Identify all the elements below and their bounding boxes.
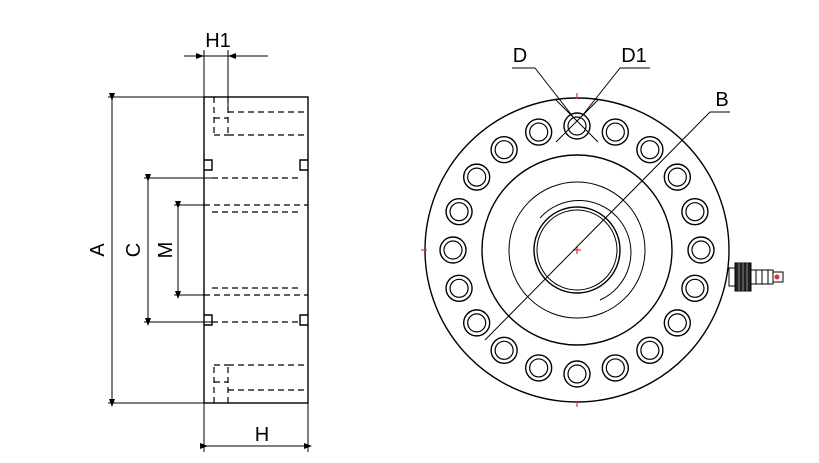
dimension-m: M (155, 201, 204, 299)
bolt-hole (601, 354, 630, 382)
bolt-hole (524, 354, 553, 382)
label-d: D (513, 45, 527, 67)
label-m: M (155, 242, 177, 259)
bolt-hole (490, 336, 518, 365)
label-c: C (123, 243, 145, 257)
bolt-hole (439, 236, 467, 264)
inner-ring (481, 154, 673, 346)
dimension-h1: H1 (184, 30, 268, 112)
centre-marks (421, 93, 581, 407)
center-bore-inner (536, 209, 618, 291)
center-bore-outer (533, 206, 621, 294)
side-view-hidden-thread (204, 204, 308, 296)
bolt-hole (490, 135, 518, 164)
bolt-hole (681, 274, 709, 303)
bolt-hole (445, 274, 473, 303)
bolt-hole (636, 336, 664, 365)
top-view: D D1 B (421, 45, 784, 407)
bolt-hole (687, 236, 715, 264)
side-view-body (203, 96, 309, 404)
bolt-hole (663, 163, 692, 191)
dimension-c: C (123, 174, 212, 326)
side-view-hidden-bottom-hole (213, 364, 308, 403)
bolt-hole (681, 197, 709, 226)
bolt-hole (524, 118, 553, 146)
bolt-hole (601, 118, 630, 146)
bolt-hole (563, 112, 591, 140)
label-b: B (715, 89, 728, 111)
bolt-hole (636, 135, 664, 164)
label-d1: D1 (621, 45, 647, 67)
dimension-a: A (87, 93, 204, 407)
side-view: A C M H H1 (87, 30, 312, 452)
bolt-hole (663, 309, 692, 337)
groove-arc (539, 199, 632, 301)
label-h1: H1 (205, 30, 231, 52)
bolt-hole (445, 197, 473, 226)
dimension-b: B (484, 89, 730, 341)
cable-connector (728, 262, 784, 292)
dimension-h: H (200, 403, 312, 452)
label-a: A (87, 243, 109, 257)
side-view-hidden-bore (212, 177, 300, 323)
bolt-hole (563, 360, 591, 388)
dimension-d-d1: D D1 (512, 45, 650, 143)
side-view-bore-outline (204, 159, 308, 326)
bolt-holes (439, 112, 715, 388)
groove-ring (508, 181, 646, 319)
bolt-hole (462, 163, 491, 191)
side-view-hidden-top-hole (213, 97, 308, 136)
bolt-hole (462, 309, 491, 337)
label-h: H (255, 424, 269, 446)
